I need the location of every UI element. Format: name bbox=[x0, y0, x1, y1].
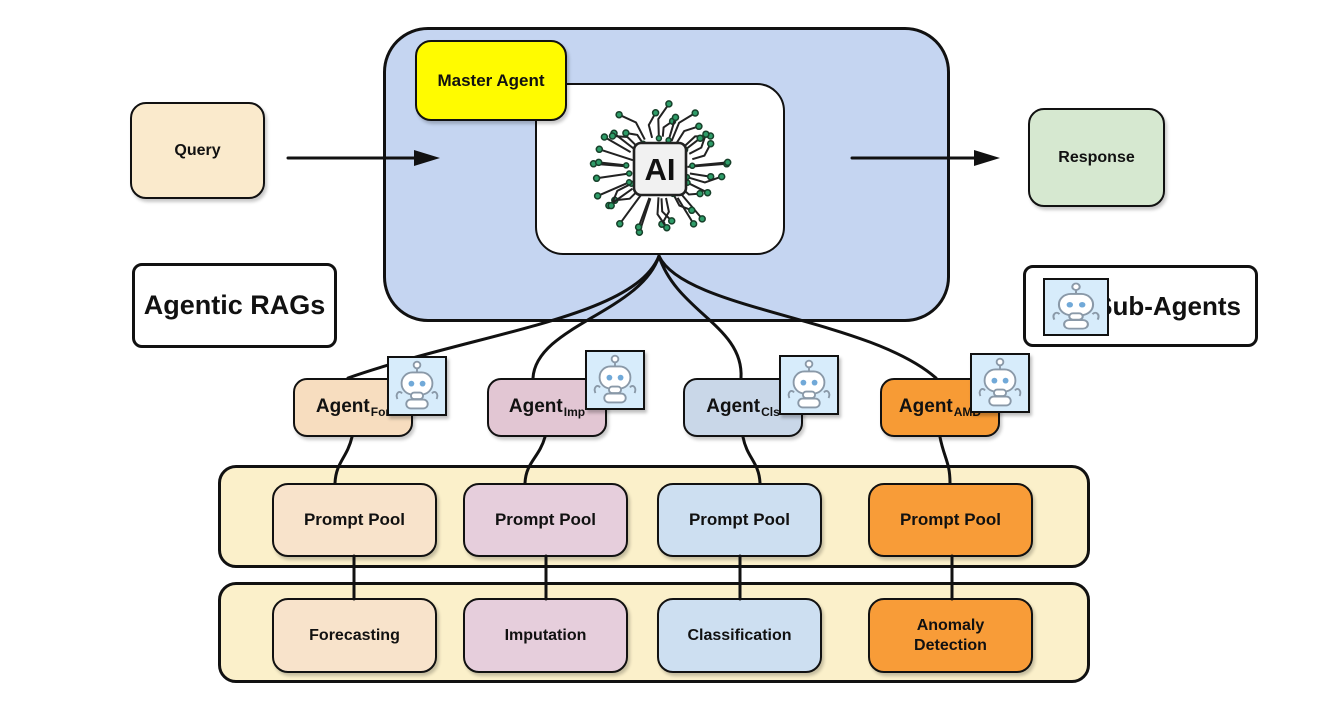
ai-chip-label: AI bbox=[645, 152, 676, 187]
prompt-pool-label: Prompt Pool bbox=[303, 510, 406, 529]
agentic-rags-label: Agentic RAGs bbox=[143, 290, 326, 320]
prompt-pool-label: Prompt Pool bbox=[494, 510, 597, 529]
robot-icon bbox=[779, 355, 839, 415]
prompt-pool-label: Prompt Pool bbox=[688, 510, 791, 529]
robot-icon bbox=[970, 353, 1030, 413]
task-label: Forecasting bbox=[309, 626, 400, 644]
agent-subscript: Cls bbox=[761, 405, 780, 420]
task-label: Imputation bbox=[504, 626, 587, 644]
response-box: Response bbox=[1028, 108, 1165, 207]
robot-icon bbox=[585, 350, 645, 410]
task-label: Anomaly Detection bbox=[914, 616, 987, 654]
sub-agents-label: Sub-Agents bbox=[1095, 290, 1241, 321]
agentic-rags-label-box: Agentic RAGs bbox=[132, 263, 337, 348]
query-label: Query bbox=[174, 141, 221, 159]
prompt-pool-box-imp: Prompt Pool bbox=[463, 483, 628, 557]
agent-subscript: For bbox=[370, 405, 391, 420]
prompt-pool-label: Prompt Pool bbox=[899, 510, 1002, 529]
ai-chip-icon: AI bbox=[589, 100, 732, 236]
prompt-pool-box-for: Prompt Pool bbox=[272, 483, 437, 557]
task-box-amd: Anomaly Detection bbox=[868, 598, 1033, 673]
sub-agents-legend-box: Sub-Agents bbox=[1023, 265, 1258, 347]
robot-icon bbox=[387, 356, 447, 416]
task-box-cls: Classification bbox=[657, 598, 822, 673]
agent-label: AgentFor bbox=[315, 395, 391, 420]
response-label: Response bbox=[1058, 148, 1135, 166]
prompt-pool-box-cls: Prompt Pool bbox=[657, 483, 822, 557]
agent-label: AgentImp bbox=[508, 395, 586, 420]
query-box: Query bbox=[130, 102, 265, 199]
agent-subscript: Imp bbox=[563, 405, 586, 420]
robot-icon bbox=[1043, 278, 1109, 336]
task-box-imp: Imputation bbox=[463, 598, 628, 673]
agent-label: AgentAMD bbox=[898, 395, 982, 420]
agent-label: AgentCls bbox=[706, 395, 780, 420]
master-agent-label-box: Master Agent bbox=[415, 40, 567, 121]
prompt-pool-box-amd: Prompt Pool bbox=[868, 483, 1033, 557]
ai-core-box: AI bbox=[535, 83, 785, 255]
master-agent-label: Master Agent bbox=[437, 70, 545, 90]
response-arrowhead bbox=[974, 150, 1000, 166]
task-box-for: Forecasting bbox=[272, 598, 437, 673]
task-label: Classification bbox=[687, 626, 792, 644]
